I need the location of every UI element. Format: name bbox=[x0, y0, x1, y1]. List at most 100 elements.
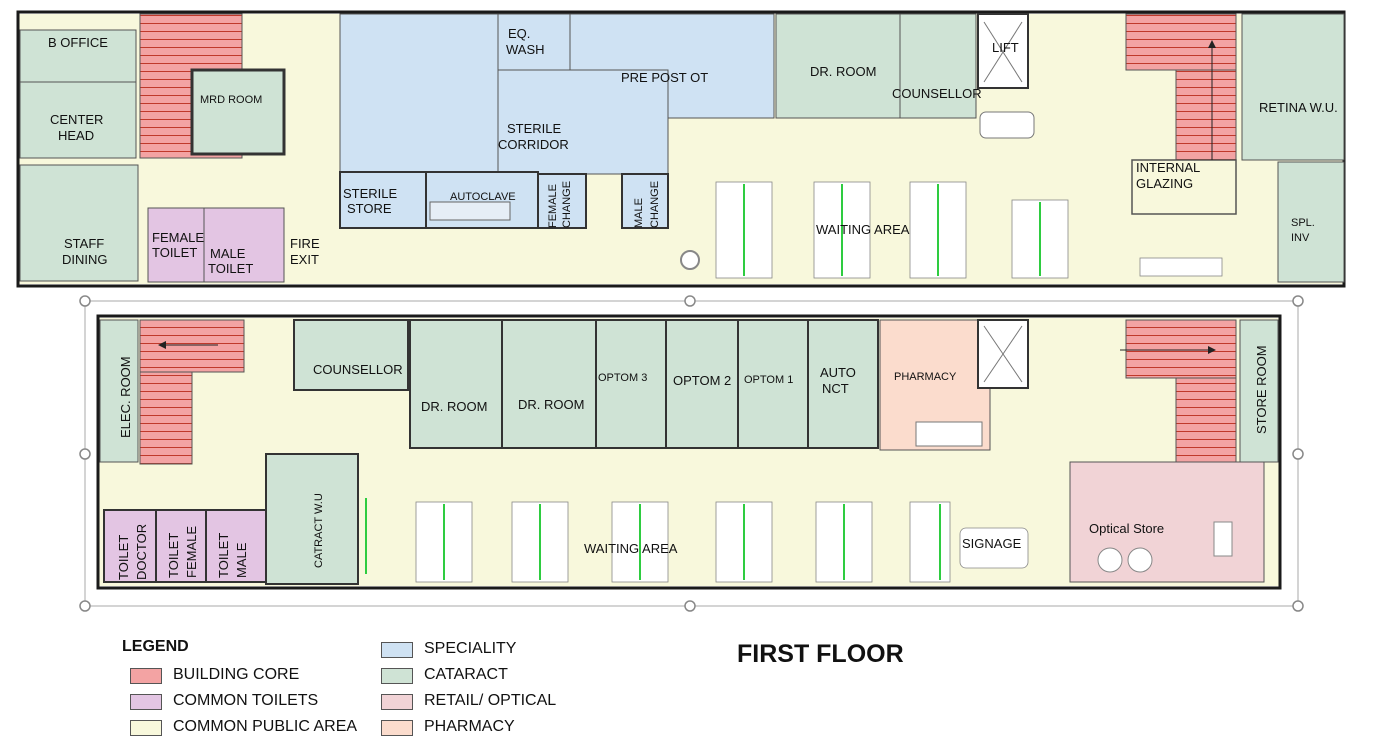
label-store-room: STORE ROOM bbox=[1254, 345, 1269, 434]
label-male-toilet-1: MALE bbox=[210, 246, 246, 261]
legend-swatch-pharmacy bbox=[381, 720, 413, 736]
bottom-counsellor-room bbox=[293, 319, 409, 391]
bottom-dr-room-1 bbox=[409, 319, 503, 449]
label-spl-inv-2: INV bbox=[1291, 232, 1310, 244]
pharmacy-counter bbox=[915, 421, 983, 447]
label-top-waiting-area: WAITING AREA bbox=[816, 222, 910, 237]
top-reception-desk bbox=[979, 111, 1035, 139]
legend-label: RETAIL/ OPTICAL bbox=[424, 692, 557, 709]
label-optical-store: Optical Store bbox=[1089, 521, 1164, 536]
top-dr-room bbox=[775, 13, 901, 119]
bottom-outer-wall bbox=[96, 314, 1282, 590]
handle-bottom-mid bbox=[684, 600, 696, 612]
label-male-toilet-2: TOILET bbox=[208, 261, 253, 276]
label-top-dr-room: DR. ROOM bbox=[810, 64, 876, 79]
label-sterile-corridor-2: CORRIDOR bbox=[498, 137, 569, 152]
legend-swatch-speciality bbox=[381, 642, 413, 658]
b-office-room bbox=[19, 29, 137, 83]
label-mrd-room: MRD ROOM bbox=[200, 94, 262, 106]
legend-label: PHARMACY bbox=[424, 718, 515, 735]
label-autoclave: AUTOCLAVE bbox=[450, 191, 516, 203]
handle-top-mid bbox=[684, 295, 696, 307]
handle-bottom-left bbox=[79, 600, 91, 612]
catract-wu-room bbox=[265, 453, 359, 585]
handle-top-left bbox=[79, 295, 91, 307]
bottom-right-stairs-flight bbox=[1175, 377, 1237, 467]
top-counsellor-room bbox=[899, 13, 977, 119]
label-toilet-female-1: TOILET bbox=[166, 533, 181, 578]
label-sterile-corridor-1: STERILE bbox=[507, 121, 562, 136]
label-staff-dining-1: STAFF bbox=[64, 236, 104, 251]
male-change-room bbox=[621, 173, 669, 229]
label-catract-wu: CATRACT W.U bbox=[313, 493, 325, 568]
label-elec-room: ELEC. ROOM bbox=[118, 356, 133, 438]
label-optom-2: OPTOM 2 bbox=[673, 373, 731, 388]
center-head-room bbox=[19, 81, 137, 159]
label-pharmacy: PHARMACY bbox=[894, 371, 957, 383]
label-male-change-1: MALE bbox=[633, 198, 645, 228]
legend-swatch-common-public-area bbox=[130, 720, 162, 736]
handle-bottom-right bbox=[1292, 600, 1304, 612]
label-retina-wu: RETINA W.U. bbox=[1259, 100, 1338, 115]
label-internal-glazing-1: INTERNAL bbox=[1136, 160, 1200, 175]
label-female-toilet-1: FEMALE bbox=[152, 230, 204, 245]
selection-frame bbox=[79, 295, 1304, 612]
label-sterile-store-1: STERILE bbox=[343, 186, 398, 201]
label-fire-exit-1: FIRE bbox=[290, 236, 320, 251]
handle-mid-left bbox=[79, 448, 91, 460]
legend-label: COMMON TOILETS bbox=[173, 692, 319, 709]
legend-swatch-cataract bbox=[381, 668, 413, 684]
floor-title: FIRST FLOOR bbox=[737, 640, 904, 668]
top-male-toilet bbox=[203, 207, 285, 283]
label-sterile-store-2: STORE bbox=[347, 201, 392, 216]
sterile-corridor-room bbox=[497, 69, 669, 175]
staff-dining-room bbox=[19, 164, 139, 282]
label-male-change-2: CHANGE bbox=[649, 181, 661, 228]
label-auto-nct-1: AUTO bbox=[820, 365, 856, 380]
autoclave-machine bbox=[429, 201, 511, 221]
top-plan: B OFFICE CENTER HEAD MRD ROOM STAFF DINI… bbox=[16, 10, 1346, 288]
label-top-counsellor: COUNSELLOR bbox=[892, 86, 982, 101]
legend-swatch-common-toilets bbox=[130, 694, 162, 710]
label-bottom-dr-room-2: DR. ROOM bbox=[518, 397, 584, 412]
label-eq-wash-1: EQ. bbox=[508, 26, 530, 41]
retina-wu-room bbox=[1241, 13, 1345, 161]
elec-room bbox=[99, 319, 139, 463]
legend: LEGEND BUILDING CORE COMMON TOILETS COMM… bbox=[122, 638, 622, 738]
label-female-toilet-2: TOILET bbox=[152, 245, 197, 260]
eq-wash-room bbox=[497, 13, 571, 71]
label-female-change-2: CHANGE bbox=[561, 181, 573, 228]
label-spl-inv-1: SPL. bbox=[1291, 217, 1315, 229]
label-toilet-male-2: MALE bbox=[234, 542, 249, 578]
label-toilet-male-1: TOILET bbox=[216, 533, 231, 578]
internal-glazing bbox=[1131, 159, 1237, 215]
handle-top-right bbox=[1292, 295, 1304, 307]
label-bottom-counsellor: COUNSELLOR bbox=[313, 362, 403, 377]
top-right-stairs-flight bbox=[1175, 69, 1237, 161]
female-change-room bbox=[537, 173, 587, 229]
label-center-head-1: CENTER bbox=[50, 112, 103, 127]
legend-label: COMMON PUBLIC AREA bbox=[173, 718, 358, 735]
label-fire-exit-2: EXIT bbox=[290, 252, 319, 267]
auto-nct-room bbox=[807, 319, 879, 449]
bottom-left-stairs-flight bbox=[139, 371, 193, 465]
legend-label: CATARACT bbox=[424, 666, 508, 683]
toilet-doctor bbox=[103, 509, 157, 583]
label-b-office: B OFFICE bbox=[48, 35, 108, 50]
legend-title: LEGEND bbox=[122, 638, 189, 655]
label-center-head-2: HEAD bbox=[58, 128, 94, 143]
label-staff-dining-2: DINING bbox=[62, 252, 108, 267]
label-toilet-doctor-2: DOCTOR bbox=[134, 524, 149, 580]
optom-3-room bbox=[595, 319, 667, 449]
spl-inv-room bbox=[1277, 161, 1345, 283]
label-toilet-doctor-1: TOILET bbox=[116, 535, 131, 580]
label-eq-wash-2: WASH bbox=[506, 42, 545, 57]
handle-mid-right bbox=[1292, 448, 1304, 460]
rotate-handle-icon[interactable] bbox=[680, 250, 700, 270]
legend-swatch-building-core bbox=[130, 668, 162, 684]
label-optom-1: OPTOM 1 bbox=[744, 374, 793, 386]
legend-label: BUILDING CORE bbox=[173, 666, 300, 683]
label-optom-3: OPTOM 3 bbox=[598, 372, 647, 384]
label-female-change-1: FEMALE bbox=[547, 184, 559, 228]
